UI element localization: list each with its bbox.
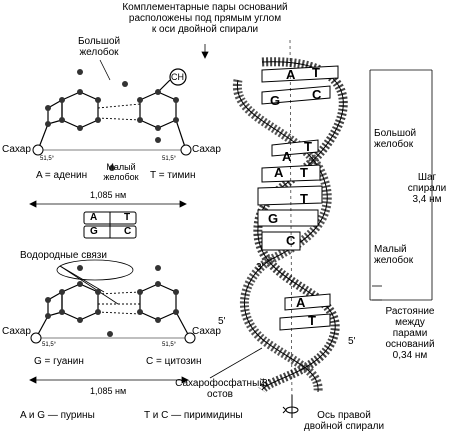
icon-c: C bbox=[124, 226, 132, 237]
ch3-label: CH bbox=[171, 72, 184, 82]
end-3-bottom: 3' bbox=[262, 378, 270, 389]
at-minor-groove-label: Малый желобок bbox=[103, 162, 139, 182]
helix-base-4: C bbox=[312, 87, 322, 102]
cytosine-ring6 bbox=[139, 283, 177, 321]
helix-base-12: A bbox=[296, 295, 306, 310]
end-3-top: 3' bbox=[256, 262, 264, 273]
thymine-label: T = тимин bbox=[150, 170, 196, 181]
axis-label: Ось правой двойной спирали bbox=[303, 410, 385, 432]
rung-6 bbox=[257, 209, 319, 227]
cytosine-label: C = цитозин bbox=[146, 356, 202, 367]
at-width-label: 1,085 нм bbox=[90, 190, 127, 200]
at-major-groove-label: Большой желобок bbox=[77, 36, 121, 58]
at-sugar-right: Сахар bbox=[192, 144, 221, 155]
helix-base-10: G bbox=[268, 211, 279, 226]
adenine-label: A = аденин bbox=[36, 170, 88, 181]
icon-g: G bbox=[90, 226, 98, 237]
helix-base-2: T bbox=[312, 65, 320, 80]
rung-8 bbox=[284, 293, 331, 311]
helix-minor-groove-label: Малый желобок bbox=[374, 244, 414, 266]
at-atoms bbox=[32, 69, 192, 171]
title-arrow bbox=[201, 44, 209, 59]
helix-axis bbox=[289, 39, 293, 406]
rung-5 bbox=[257, 185, 323, 206]
rung-7 bbox=[261, 231, 301, 251]
title-line-3: к оси двойной спирали bbox=[151, 24, 259, 35]
purines-label: A и G — пурины bbox=[20, 410, 95, 421]
thymine-ring6 bbox=[139, 91, 177, 129]
end-5-bottom: 5' bbox=[348, 336, 356, 347]
pitch-label: Шаг спирали 3,4 нм bbox=[407, 172, 447, 205]
helix-base-6: A bbox=[282, 149, 292, 164]
rung-3 bbox=[271, 139, 319, 157]
gc-width-arrow bbox=[29, 376, 189, 384]
gc-sugar-right: Сахар bbox=[192, 326, 221, 337]
at-angle-left: 51,5° bbox=[40, 156, 55, 162]
at-sugar-left: Сахар bbox=[2, 144, 31, 155]
pyrimidines-label: T и C — пиримидины bbox=[144, 410, 243, 421]
gc-atoms bbox=[30, 265, 196, 344]
helix-backbones bbox=[232, 57, 348, 394]
title: Комплементарные пары оснований расположе… bbox=[110, 2, 300, 35]
icon-t: T bbox=[124, 212, 131, 223]
end-5-top: 5' bbox=[218, 316, 226, 327]
guanine-label: G = гуанин bbox=[34, 356, 84, 367]
helix-major-groove-label: Большой желобок bbox=[374, 128, 417, 150]
helix-base-1: A bbox=[286, 67, 296, 82]
at-pair-molecules bbox=[37, 59, 187, 151]
gc-sugar-left: Сахар bbox=[2, 326, 31, 337]
helix-base-3: G bbox=[270, 93, 281, 108]
adenine-ring6 bbox=[61, 91, 99, 129]
axis-rotation-icon bbox=[282, 395, 299, 418]
gc-angle-right: 51,5° bbox=[162, 342, 177, 348]
base-distance-label: Растояние между парами оснований 0,34 нм bbox=[385, 306, 435, 361]
pitch-bracket bbox=[369, 69, 433, 301]
backbone-label: Сахарофосфатный остов bbox=[175, 378, 265, 400]
helix-base-pairs bbox=[257, 65, 339, 331]
icon-a: A bbox=[90, 212, 98, 223]
at-angle-right: 51,5° bbox=[162, 156, 177, 162]
title-line-2: расположены под прямым углом bbox=[128, 13, 282, 24]
helix-base-11: C bbox=[286, 233, 296, 248]
guanine-ring6 bbox=[61, 283, 99, 321]
helix-base-5: T bbox=[304, 139, 312, 154]
helix-base-8: T bbox=[300, 165, 308, 180]
gc-width-label: 1,085 нм bbox=[90, 386, 127, 396]
gc-angle-left: 51,5° bbox=[42, 342, 57, 348]
helix-base-13: T bbox=[308, 313, 316, 328]
title-line-1: Комплементарные пары оснований bbox=[122, 2, 288, 13]
hydrogen-bonds-label: Водородные связи bbox=[20, 250, 107, 261]
rung-9 bbox=[279, 313, 331, 331]
gc-pair-molecules bbox=[35, 259, 191, 339]
rung-1 bbox=[261, 65, 339, 83]
helix-base-7: A bbox=[274, 165, 284, 180]
pair-icon bbox=[83, 211, 137, 239]
helix-base-9: T bbox=[300, 191, 308, 206]
at-width-arrow bbox=[29, 200, 187, 208]
rung-2 bbox=[261, 85, 331, 105]
